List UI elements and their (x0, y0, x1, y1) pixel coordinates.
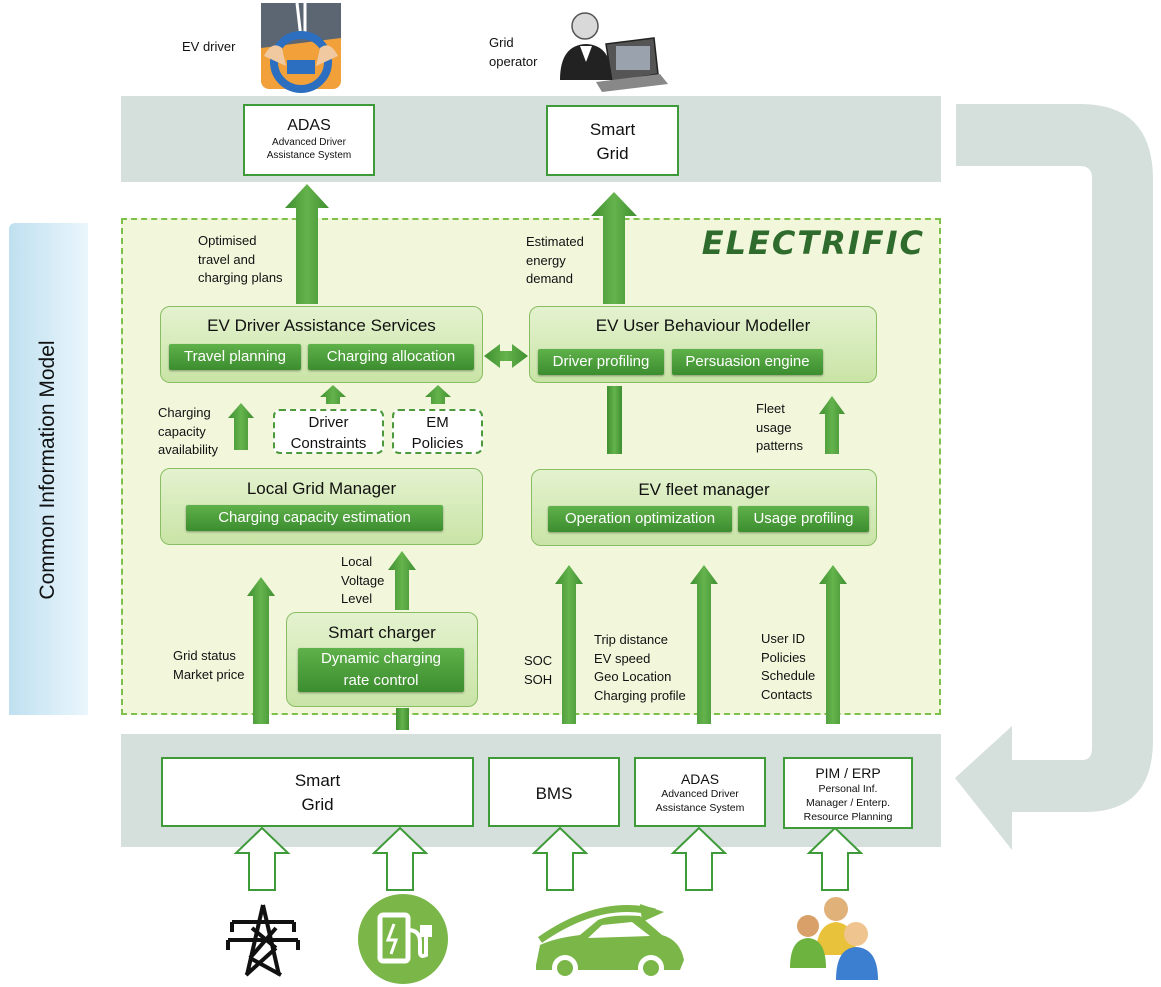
input-arrow-4 (670, 826, 728, 891)
bms-box: BMS (488, 757, 620, 827)
chip-charging-allocation: Charging allocation (308, 344, 474, 370)
arrow-lgm-to-das (228, 403, 254, 450)
pim-erp-box: PIM / ERP Personal Inf. Manager / Enterp… (783, 757, 913, 829)
arrow-das-ubm-bidirectional (484, 344, 528, 368)
arrow-bms-to-efm (555, 565, 583, 724)
pim-erp-title: PIM / ERP (815, 765, 881, 781)
link-sc-bottom (396, 708, 409, 730)
top-adas-title: ADAS (287, 117, 331, 134)
chip-travel-planning: Travel planning (169, 344, 301, 370)
arrow-pim-to-efm (819, 565, 847, 724)
ev-driver-icon (261, 2, 341, 93)
label-energy-demand: Estimated energy demand (526, 234, 584, 286)
link-efm-ubm (607, 386, 622, 454)
arrow-em-policies-up (425, 385, 451, 404)
chip-persuasion-engine: Persuasion engine (672, 349, 823, 375)
arrow-das-to-adas (285, 184, 329, 304)
driver-assistance-services-title: EV Driver Assistance Services (207, 316, 436, 335)
local-grid-manager-module: Local Grid Manager Charging capacity est… (160, 468, 483, 545)
user-behaviour-modeller-module: EV User Behaviour Modeller Driver profil… (529, 306, 877, 383)
top-adas-box: ADAS Advanced Driver Assistance System (243, 104, 375, 176)
input-arrow-2 (371, 826, 429, 891)
bottom-adas-subtitle: Advanced Driver Assistance System (655, 788, 745, 814)
chip-usage-profiling: Usage profiling (738, 506, 869, 532)
chip-operation-optimization: Operation optimization (548, 506, 732, 532)
chip-dynamic-charging-rate-control: Dynamic charging rate control (298, 648, 464, 692)
bottom-adas-box: ADAS Advanced Driver Assistance System (634, 757, 766, 827)
smart-charger-module: Smart charger Dynamic charging rate cont… (286, 612, 478, 707)
label-fleet-usage: Fleet usage patterns (756, 401, 803, 453)
bottom-smart-grid-box: Smart Grid (161, 757, 474, 827)
smart-charger-title: Smart charger (328, 623, 436, 642)
ev-fleet-manager-module: EV fleet manager Operation optimization … (531, 469, 877, 546)
arrow-efm-to-ubm (819, 396, 845, 454)
ev-fleet-manager-title: EV fleet manager (638, 480, 770, 499)
driver-constraints-box: Driver Constraints (273, 409, 384, 454)
label-optimised-plans: Optimised travel and charging plans (198, 233, 283, 285)
label-soc: SOC SOH (524, 653, 553, 687)
input-arrow-1 (233, 826, 291, 891)
top-smart-grid-box: Smart Grid (546, 105, 679, 176)
grid-operator-label: Grid operator (489, 35, 538, 69)
em-policies-box: EM Policies (392, 409, 483, 454)
charging-station-icon (358, 894, 448, 984)
input-arrow-3 (531, 826, 589, 891)
bottom-adas-title: ADAS (680, 771, 720, 787)
electrific-brand: ELECTRIFIC (701, 224, 925, 262)
arrow-sc-to-lgm (388, 551, 416, 610)
label-trip: Trip distance EV speed Geo Location Char… (594, 632, 686, 703)
common-information-model-bar (9, 223, 88, 715)
power-tower-icon (226, 904, 300, 977)
label-user: User ID Policies Schedule Contacts (761, 631, 816, 702)
users-group-icon (790, 897, 878, 980)
feedback-loop-arrow (955, 104, 1153, 850)
arrow-grid-to-lgm (247, 577, 275, 724)
arrow-adas-to-efm (690, 565, 718, 724)
user-behaviour-modeller-title: EV User Behaviour Modeller (595, 316, 811, 335)
label-voltage: Local Voltage Level (341, 554, 385, 606)
bottom-smart-grid-label: Smart Grid (294, 771, 341, 814)
bms-label: BMS (535, 784, 573, 803)
top-adas-subtitle: Advanced Driver Assistance System (266, 137, 352, 161)
arrow-ubm-to-smartgrid (591, 192, 637, 304)
label-grid-status: Grid status Market price (173, 648, 245, 682)
local-grid-manager-title: Local Grid Manager (246, 479, 397, 498)
ev-driver-label: EV driver (182, 39, 236, 54)
input-arrow-5 (806, 826, 864, 891)
driver-assistance-services-module: EV Driver Assistance Services Travel pla… (160, 306, 483, 383)
arrow-driver-constraints-up (320, 385, 346, 404)
grid-operator-icon (560, 12, 668, 92)
label-charging-capacity: Charging capacity availability (158, 405, 218, 457)
electric-car-icon (536, 904, 684, 981)
chip-charging-capacity-estimation: Charging capacity estimation (186, 505, 443, 531)
top-smart-grid-label: Smart Grid (589, 120, 636, 163)
pim-erp-subtitle: Personal Inf. Manager / Enterp. Resource… (803, 783, 893, 823)
chip-driver-profiling: Driver profiling (538, 349, 664, 375)
